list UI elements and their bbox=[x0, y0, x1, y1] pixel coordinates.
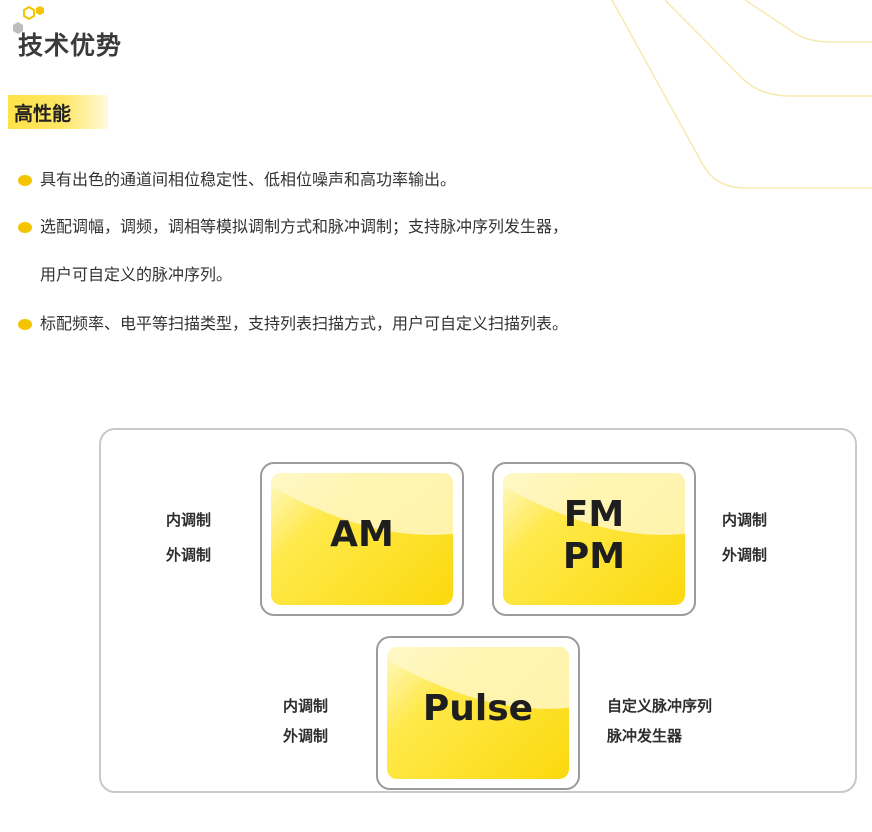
page-title: 技术优势 bbox=[18, 31, 123, 60]
fm-label: FM bbox=[563, 494, 625, 535]
section-label: 高性能 bbox=[14, 103, 72, 125]
pulse-external-label: 外调制 bbox=[283, 727, 329, 745]
yellow-dot-icon bbox=[18, 319, 32, 330]
pulse-internal-label: 内调制 bbox=[283, 697, 329, 715]
bullet-text: 选配调幅，调频，调相等模拟调制方式和脉冲调制；支持脉冲序列发生器， bbox=[40, 217, 569, 236]
bullet-text: 标配频率、电平等扫描类型，支持列表扫描方式，用户可自定义扫描列表。 bbox=[40, 314, 569, 333]
section-tag-highlight bbox=[8, 95, 108, 129]
pm-label: PM bbox=[562, 536, 626, 577]
fmpm-internal-label: 内调制 bbox=[722, 511, 768, 529]
am-module-box: AM bbox=[260, 462, 464, 616]
wave-highlight-shape bbox=[503, 473, 685, 535]
pulse-module-box: Pulse bbox=[376, 636, 580, 790]
am-label: AM bbox=[330, 514, 394, 555]
fmpm-module-box: FM PM bbox=[492, 462, 696, 616]
am-internal-label: 内调制 bbox=[166, 511, 212, 529]
hexagon-logo-icon bbox=[13, 5, 44, 34]
bullet-text-continuation: 用户可自定义的脉冲序列。 bbox=[40, 265, 233, 284]
wave-highlight-shape bbox=[387, 647, 569, 709]
modulation-diagram-frame bbox=[99, 428, 857, 793]
yellow-dot-icon bbox=[18, 175, 32, 186]
bullet-text: 具有出色的通道间相位稳定性、低相位噪声和高功率输出。 bbox=[40, 170, 457, 189]
pulse-sequence-label: 自定义脉冲序列 bbox=[607, 697, 713, 715]
pulse-label: Pulse bbox=[422, 688, 534, 729]
wave-highlight-shape bbox=[271, 473, 453, 535]
yellow-dot-icon bbox=[18, 222, 32, 233]
am-external-label: 外调制 bbox=[166, 546, 212, 564]
pulse-generator-label: 脉冲发生器 bbox=[607, 727, 683, 745]
fmpm-external-label: 外调制 bbox=[722, 546, 768, 564]
decorative-arc-lines bbox=[611, 0, 872, 189]
